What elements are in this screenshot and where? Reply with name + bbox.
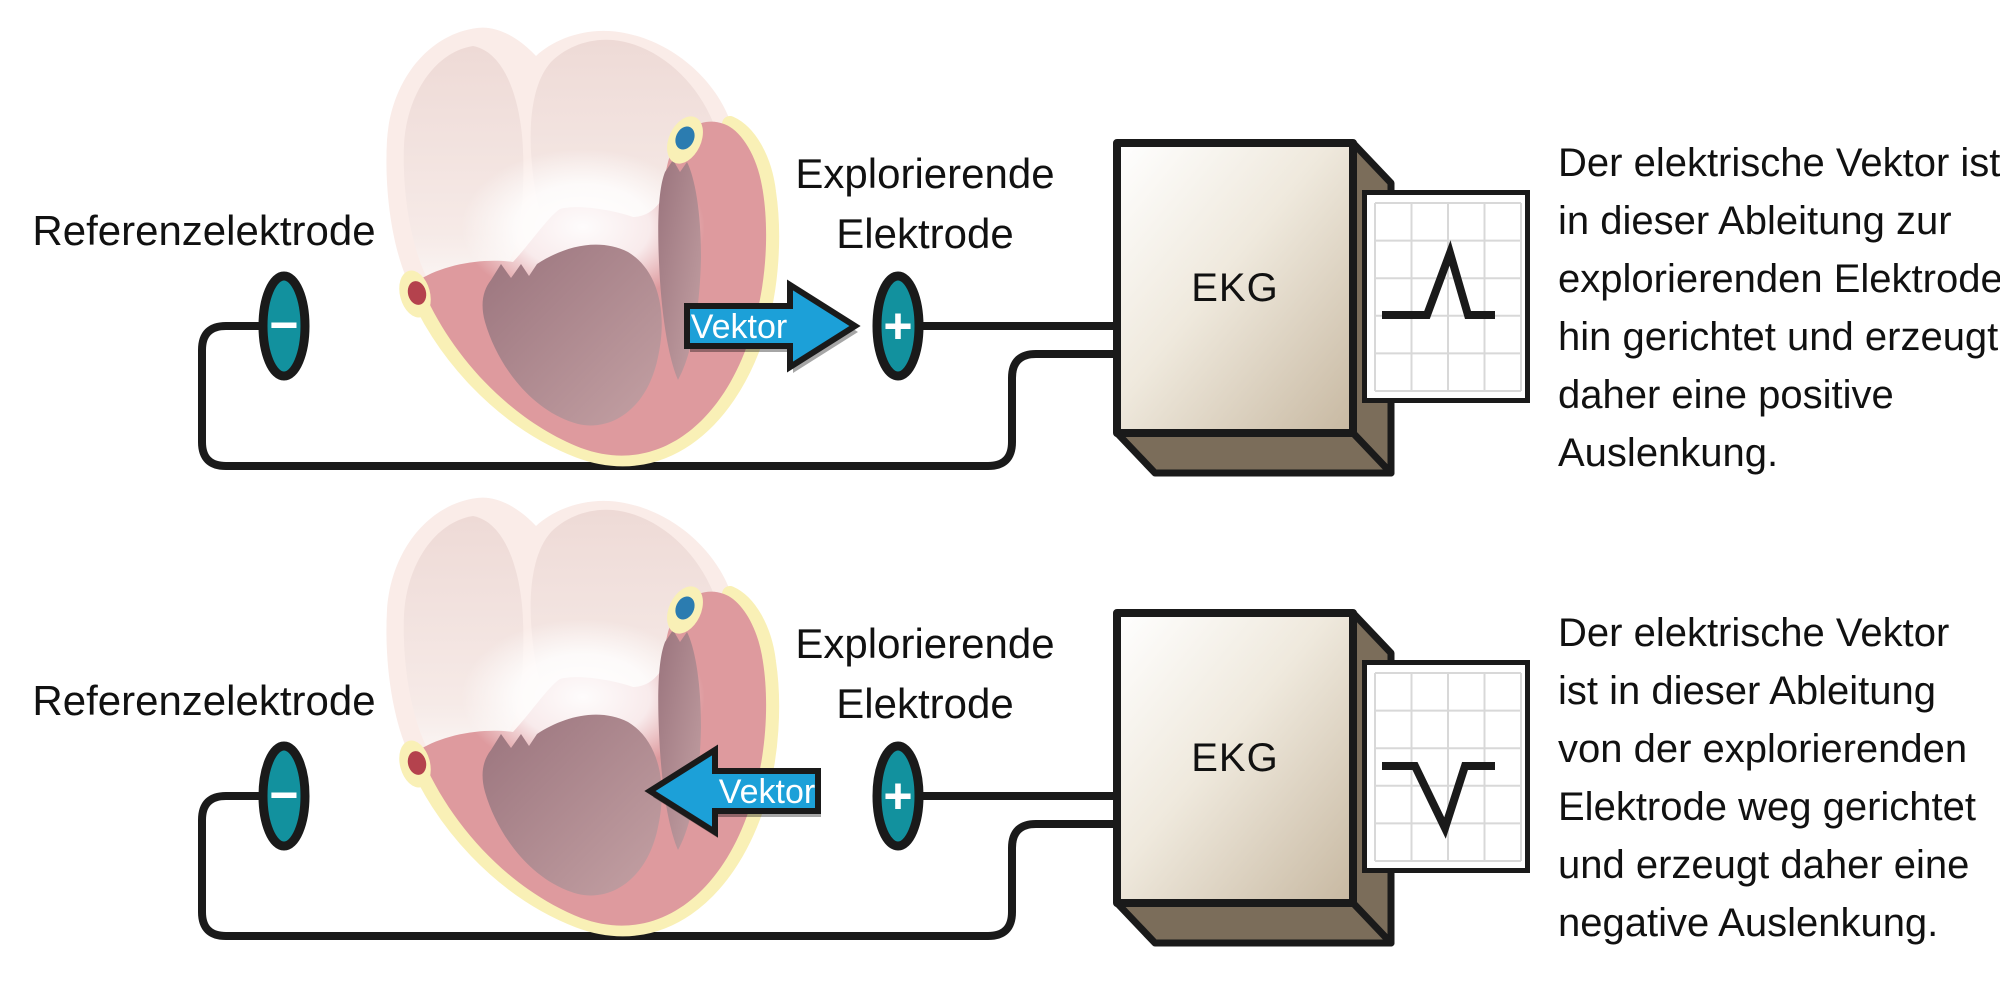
ekg-paper-positive (1365, 193, 1528, 401)
description-line: Der elektrische Vektor ist (1558, 141, 2000, 185)
exploring-electrode-label-line2: Elektrode (836, 210, 1014, 257)
description-line: negative Auslenkung. (1558, 901, 1939, 945)
ekg-paper-negative (1365, 663, 1528, 871)
exploring-electrode: + (877, 746, 919, 846)
ekg-device (1117, 143, 1528, 473)
plus-sign: + (883, 768, 912, 824)
description-line: von der explorierenden (1558, 727, 1968, 771)
description-positive: Der elektrische Vektor ist in dieser Abl… (1558, 134, 2000, 482)
plus-sign: + (883, 298, 912, 354)
description-line: explorierenden Elektrode (1558, 257, 2000, 301)
description-line: hin gerichtet und erzeugt (1558, 315, 1999, 359)
reference-electrode-wire (198, 792, 1119, 940)
vector-arrow (684, 279, 861, 373)
waveform-positive (1382, 240, 1495, 319)
ekg-device-label: EKG (1191, 736, 1279, 780)
waveform-negative (1382, 762, 1495, 839)
reference-electrode-wire (198, 322, 1119, 470)
description-line: Auslenkung. (1558, 431, 1779, 475)
description-line: ist in dieser Ableitung (1558, 669, 1937, 713)
reference-electrode-label: Referenzelektrode (32, 677, 376, 724)
description-line: Der elektrische Vektor (1558, 611, 1950, 655)
minus-sign: − (269, 297, 298, 353)
minus-sign: − (269, 767, 298, 823)
exploring-electrode-label-line2: Elektrode (836, 680, 1014, 727)
panel-negative-deflection: − + (198, 498, 1528, 943)
description-line: und erzeugt daher eine (1558, 843, 1970, 887)
vector-arrow-right (684, 279, 861, 373)
reference-electrode: − (263, 746, 305, 846)
vector-arrow-label: Vektor (718, 773, 816, 811)
description-line: in dieser Ableitung zur (1558, 199, 1952, 243)
vector-arrow (644, 744, 821, 838)
reference-electrode-label: Referenzelektrode (32, 207, 376, 254)
vector-arrow-label: Vektor (690, 308, 788, 346)
panel-positive-deflection: − + (198, 28, 1528, 473)
exploring-electrode-label: Explorierende Elektrode (770, 144, 1080, 264)
exploring-electrode: + (877, 276, 919, 376)
ekg-device (1117, 613, 1528, 943)
description-line: Elektrode weg gerichtet (1558, 785, 1977, 829)
exploring-electrode-label: Explorierende Elektrode (770, 614, 1080, 734)
description-negative: Der elektrische Vektor ist in dieser Abl… (1558, 604, 2000, 952)
description-line: daher eine positive (1558, 373, 1894, 417)
vector-arrow-left (644, 744, 821, 838)
reference-electrode: − (263, 276, 305, 376)
exploring-electrode-label-line1: Explorierende (795, 620, 1055, 667)
exploring-electrode-label-line1: Explorierende (795, 150, 1055, 197)
ekg-device-label: EKG (1191, 266, 1279, 310)
